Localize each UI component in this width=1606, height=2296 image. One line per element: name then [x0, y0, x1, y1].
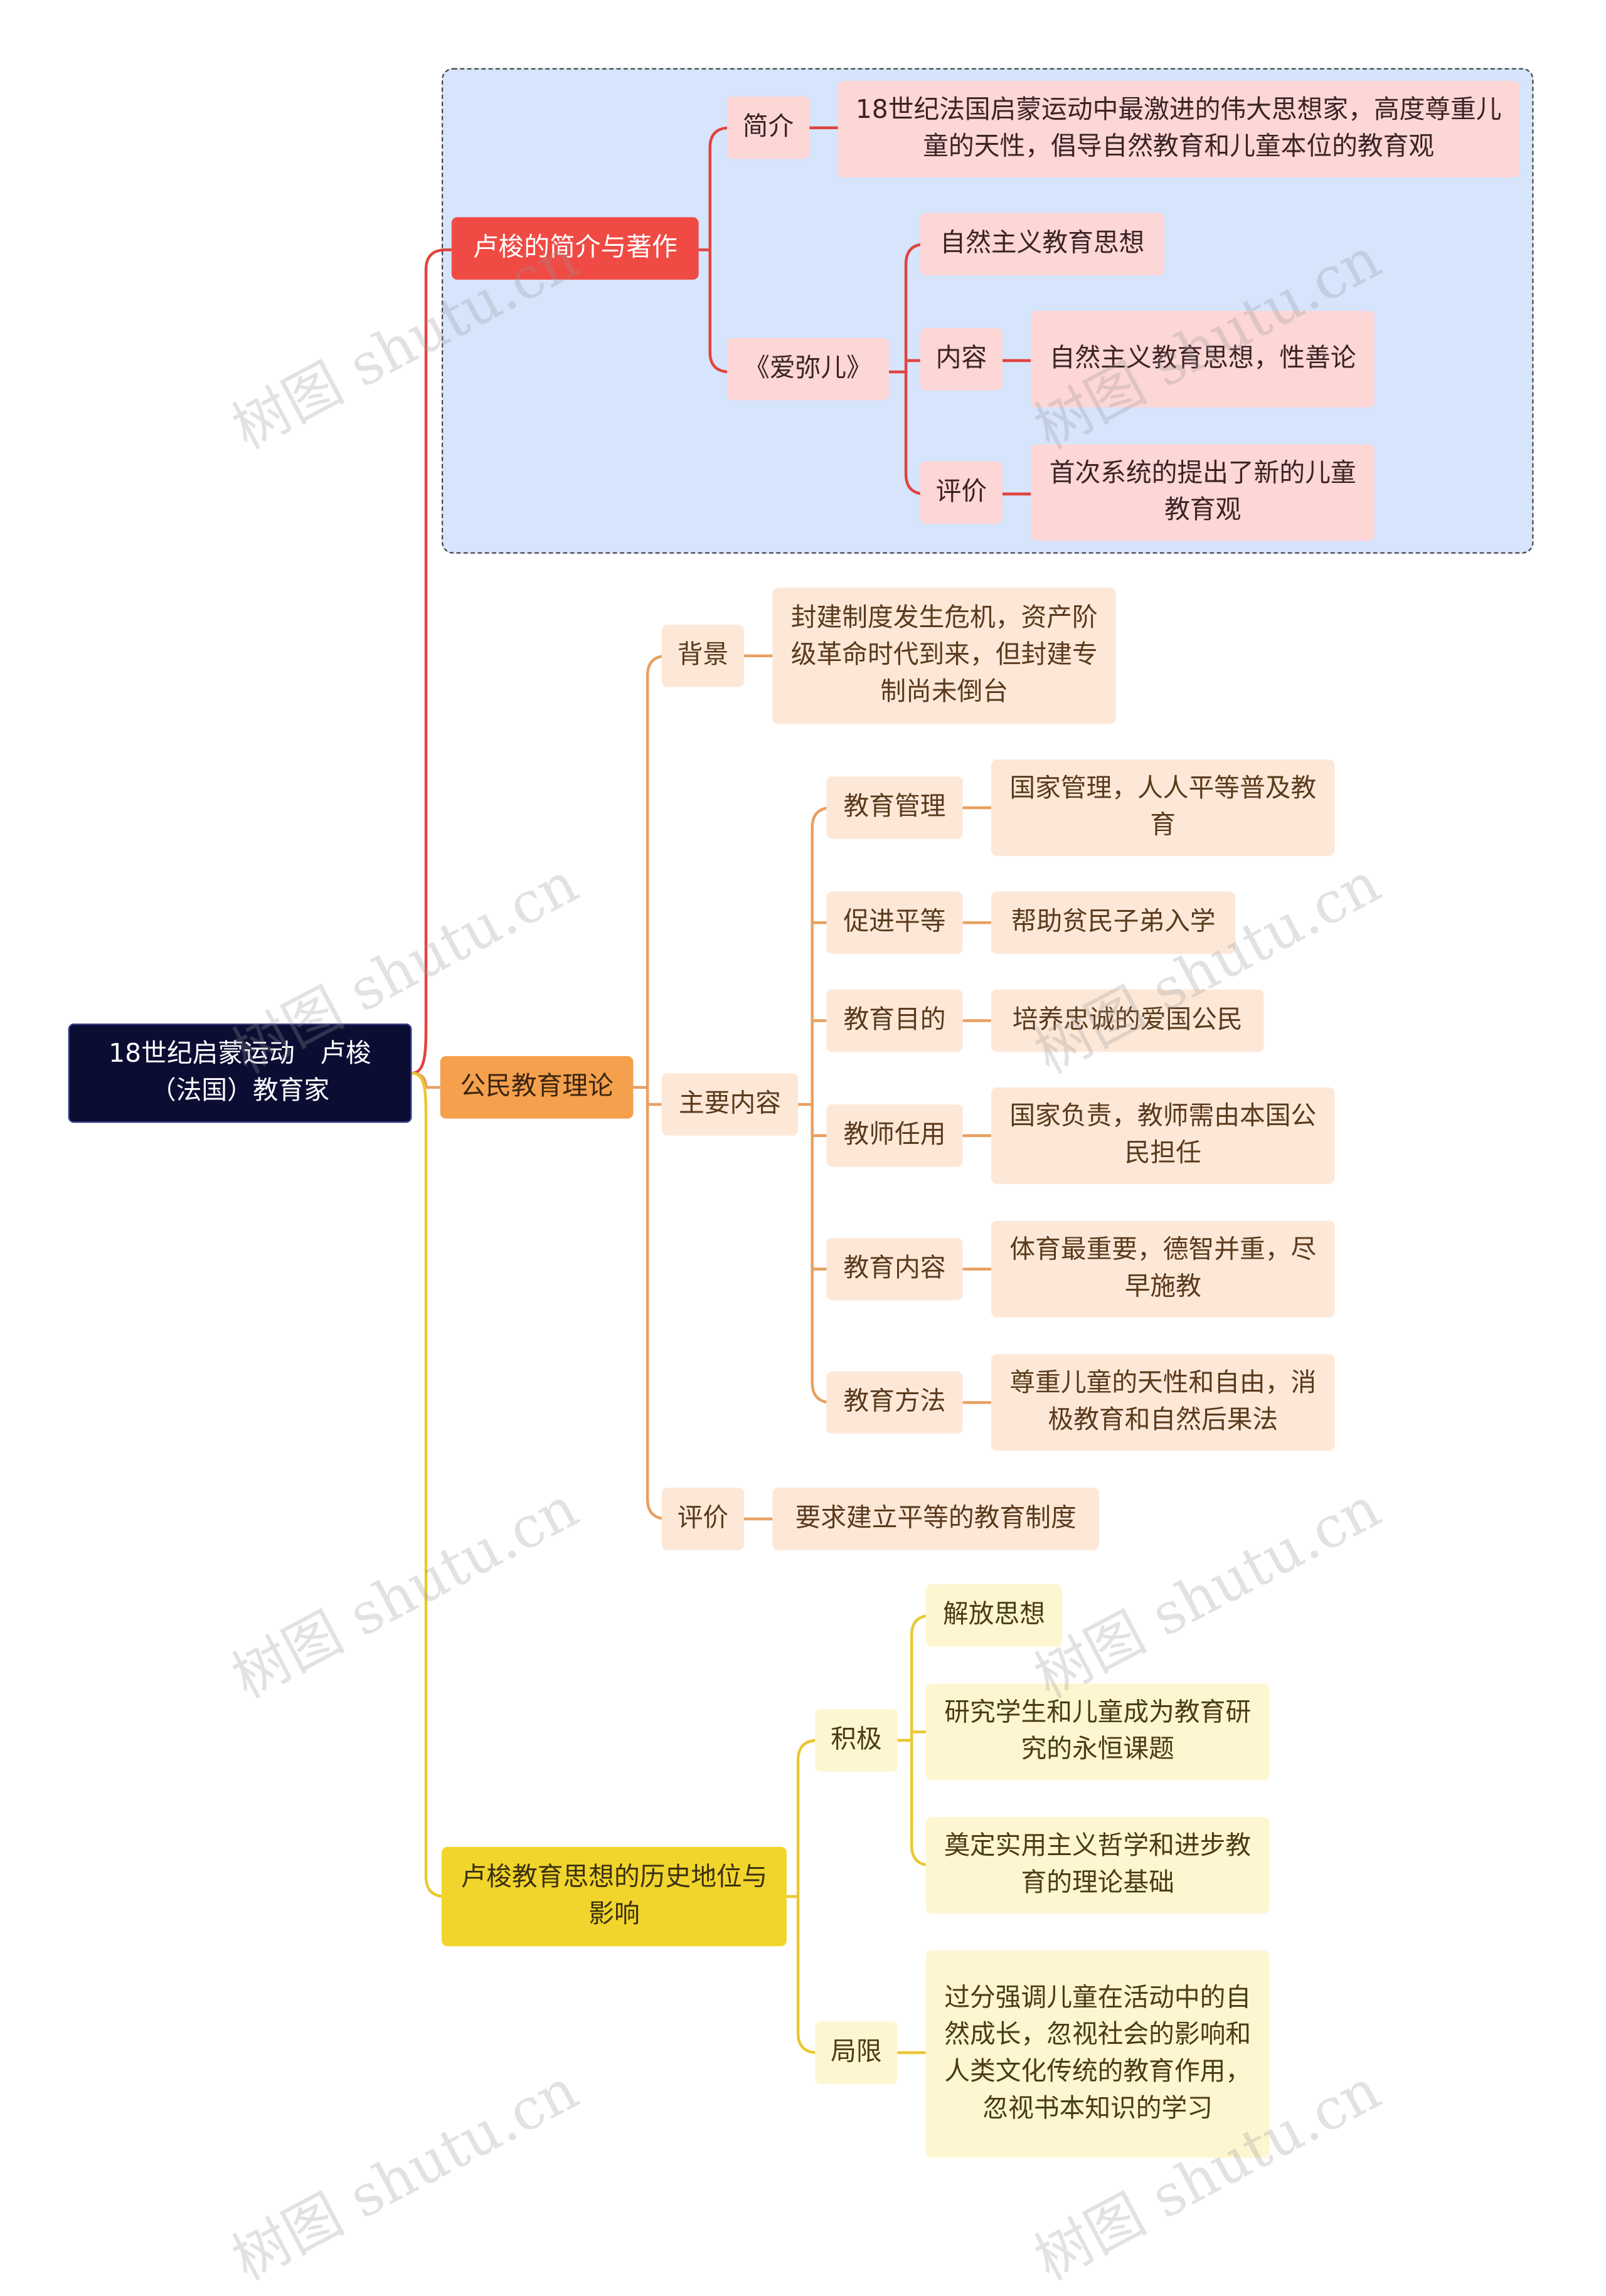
node-main-item-text[interactable]: 体育最重要，德智并重，尽早施教: [991, 1220, 1335, 1318]
node-main-item[interactable]: 教育目的: [826, 989, 963, 1052]
node-main-item-text[interactable]: 帮助贫民子弟入学: [991, 891, 1236, 955]
node-civic-review-text[interactable]: 要求建立平等的教育制度: [772, 1488, 1099, 1550]
link-root-intro: [412, 248, 452, 1075]
node-emile-content[interactable]: 内容: [920, 327, 1003, 391]
link-main-item1: [811, 806, 832, 1105]
node-emile-idea[interactable]: 自然主义教育思想: [920, 213, 1165, 276]
node-limit[interactable]: 局限: [815, 2021, 898, 2084]
node-main-item[interactable]: 教师任用: [826, 1104, 963, 1167]
branch-intro[interactable]: 卢梭的简介与著作: [451, 217, 699, 280]
node-main-item-text[interactable]: 尊重儿童的天性和自由，消极教育和自然后果法: [991, 1354, 1335, 1451]
node-main-item[interactable]: 教育管理: [826, 776, 963, 839]
node-main-item-text[interactable]: 国家管理，人人平等普及教育: [991, 759, 1335, 856]
link-civic-review: [646, 1087, 667, 1521]
node-emile-content-text[interactable]: 自然主义教育思想，性善论: [1031, 310, 1375, 408]
link-civic-bg: [646, 654, 667, 1087]
node-emile-review-text[interactable]: 首次系统的提出了新的儿童教育观: [1031, 444, 1375, 541]
node-limit-text[interactable]: 过分强调儿童在活动中的自然成长，忽视社会的影响和人类文化传统的教育作用，忽视书本…: [925, 1950, 1270, 2158]
node-main-item-text[interactable]: 培养忠诚的爱国公民: [991, 989, 1264, 1052]
mindmap-canvas: 18世纪启蒙运动 卢梭（法国）教育家 卢梭的简介与著作 简介 18世纪法国启蒙运…: [68, 68, 1534, 2293]
branch-legacy[interactable]: 卢梭教育思想的历史地位与影响: [441, 1846, 787, 1947]
node-positive-item[interactable]: 奠定实用主义哲学和进步教育的理论基础: [925, 1817, 1270, 1914]
node-positive[interactable]: 积极: [815, 1709, 898, 1772]
node-emile[interactable]: 《爱弥儿》: [726, 337, 889, 401]
node-positive-item[interactable]: 研究学生和儿童成为教育研究的永恒课题: [925, 1683, 1270, 1780]
root-node[interactable]: 18世纪启蒙运动 卢梭（法国）教育家: [68, 1023, 412, 1123]
node-main-item[interactable]: 教育方法: [826, 1371, 963, 1434]
node-background[interactable]: 背景: [661, 624, 745, 687]
node-main-content[interactable]: 主要内容: [661, 1073, 799, 1136]
node-profile[interactable]: 简介: [726, 96, 810, 159]
node-main-item-text[interactable]: 国家负责，教师需由本国公民担任: [991, 1087, 1335, 1184]
node-profile-text[interactable]: 18世纪法国启蒙运动中最激进的伟大思想家，高度尊重儿童的天性，倡导自然教育和儿童…: [838, 81, 1519, 177]
link-root-legacy: [412, 1071, 446, 1898]
node-background-text[interactable]: 封建制度发生危机，资产阶级革命时代到来，但封建专制尚未倒台: [772, 588, 1117, 724]
node-emile-review[interactable]: 评价: [920, 461, 1003, 524]
node-positive-item[interactable]: 解放思想: [925, 1584, 1063, 1647]
node-civic-review[interactable]: 评价: [661, 1488, 745, 1550]
branch-civic[interactable]: 公民教育理论: [440, 1056, 634, 1119]
node-main-item[interactable]: 促进平等: [826, 891, 963, 955]
node-main-item[interactable]: 教育内容: [826, 1237, 963, 1301]
